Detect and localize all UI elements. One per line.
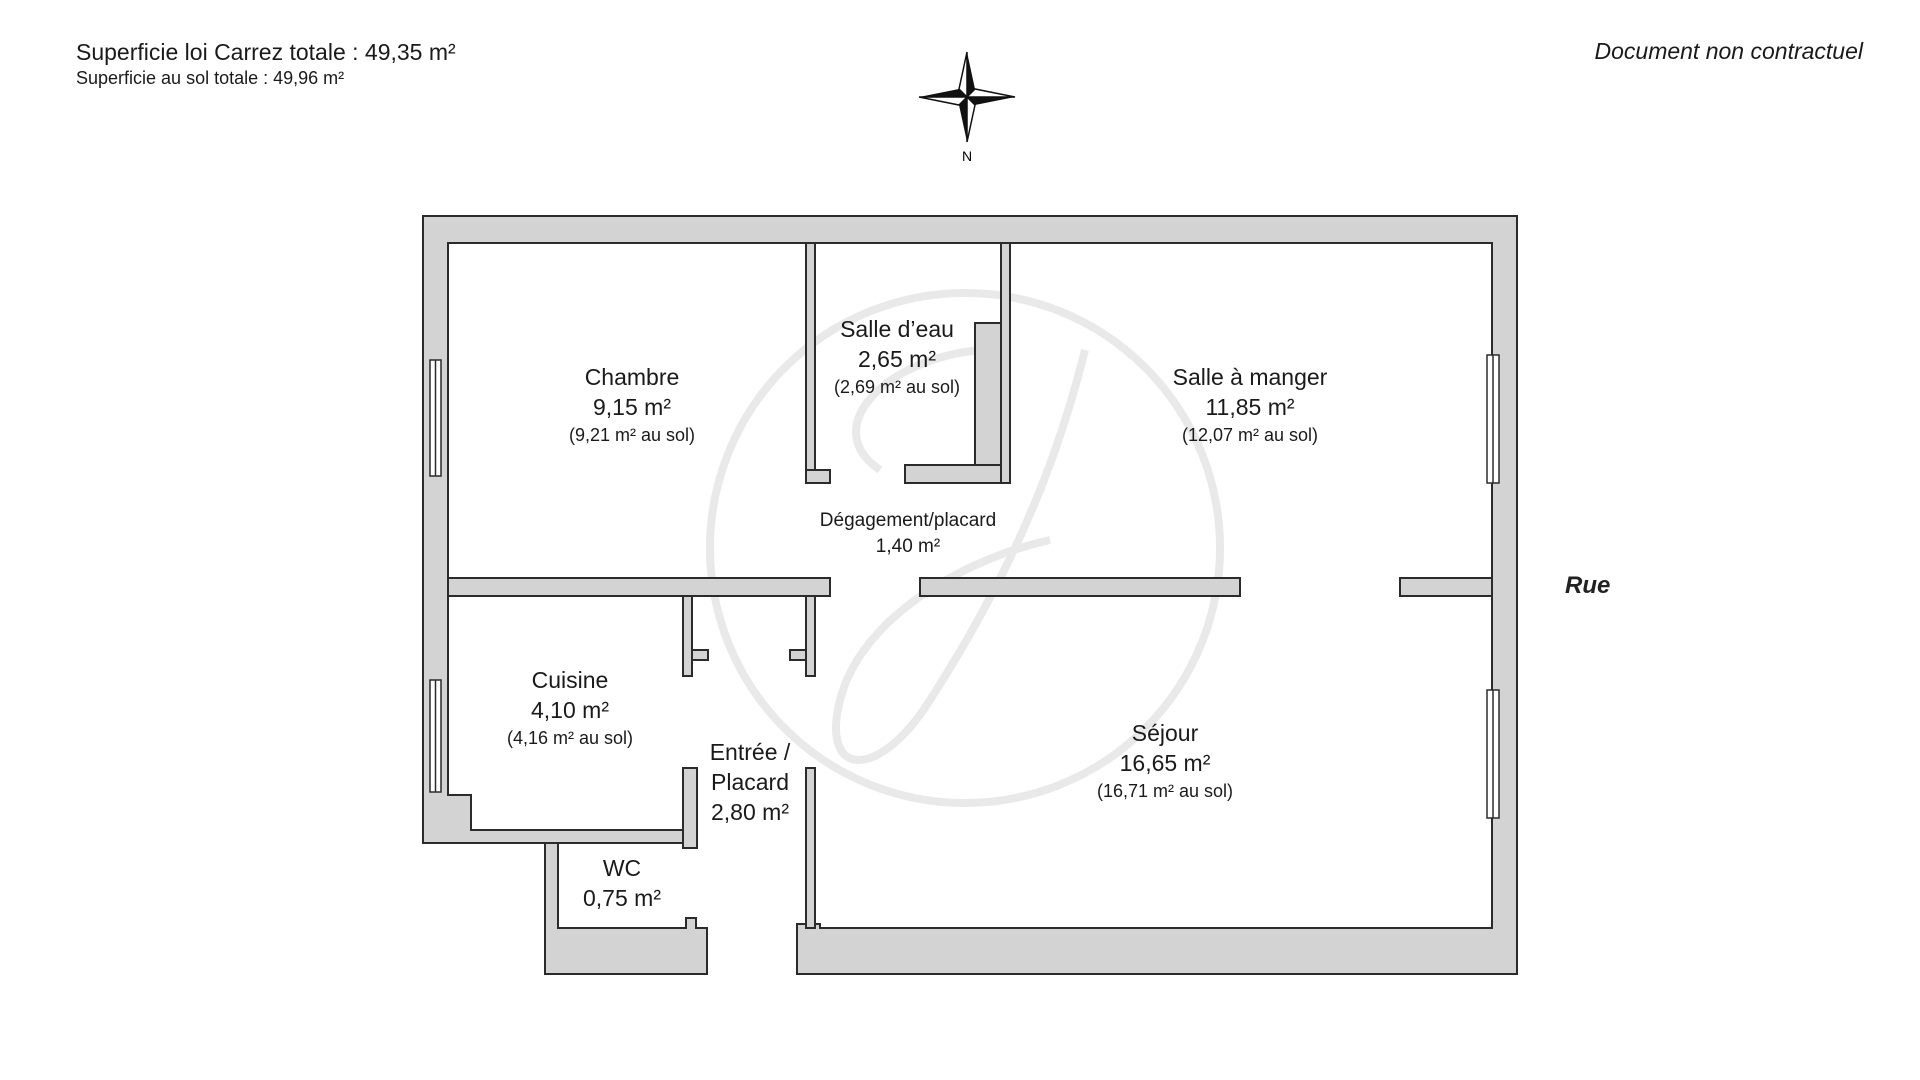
disclaimer: Document non contractuel: [1594, 38, 1864, 64]
room-salle-a-manger: Salle à manger 11,85 m² (12,07 m² au sol…: [1173, 364, 1328, 445]
room-area: 0,75 m²: [583, 885, 661, 911]
room-floor-area: (9,21 m² au sol): [569, 425, 695, 445]
room-name: Chambre: [585, 364, 680, 390]
room-sejour: Séjour 16,65 m² (16,71 m² au sol): [1097, 720, 1233, 801]
room-salle-deau: Salle d’eau 2,65 m² (2,69 m² au sol): [834, 316, 960, 397]
room-area: 1,40 m²: [876, 536, 940, 557]
room-area: 2,65 m²: [858, 346, 936, 372]
room-name: Salle d’eau: [840, 316, 954, 342]
room-area: 4,10 m²: [531, 697, 609, 723]
walls: [422, 215, 1518, 975]
room-cuisine: Cuisine 4,10 m² (4,16 m² au sol): [507, 667, 633, 748]
room-name: Salle à manger: [1173, 364, 1328, 390]
room-degagement: Dégagement/placard 1,40 m²: [820, 510, 996, 557]
room-name: Dégagement/placard: [820, 510, 996, 531]
room-floor-area: (4,16 m² au sol): [507, 728, 633, 748]
windows: [429, 354, 1500, 819]
room-name-line1: Entrée /: [710, 739, 791, 765]
header-block: Superficie loi Carrez totale : 49,35 m² …: [76, 38, 456, 90]
room-entree: Entrée / Placard 2,80 m²: [710, 739, 791, 825]
room-area: 9,15 m²: [593, 394, 671, 420]
room-name-line2: Placard: [711, 769, 789, 795]
room-name: Cuisine: [532, 667, 609, 693]
room-chambre: Chambre 9,15 m² (9,21 m² au sol): [569, 364, 695, 445]
room-floor-area: (2,69 m² au sol): [834, 377, 960, 397]
room-area: 11,85 m²: [1205, 394, 1294, 420]
room-floor-area: (16,71 m² au sol): [1097, 781, 1233, 801]
room-name: Séjour: [1132, 720, 1199, 746]
total-floor-area: Superficie au sol totale : 49,96 m²: [76, 68, 345, 88]
compass-icon: N: [918, 51, 1016, 164]
room-name: WC: [603, 855, 641, 881]
compass-north-label: N: [962, 148, 972, 164]
room-area: 16,65 m²: [1120, 750, 1211, 776]
total-carrez-area: Superficie loi Carrez totale : 49,35 m²: [76, 39, 456, 65]
room-floor-area: (12,07 m² au sol): [1182, 425, 1318, 445]
watermark-logo: [706, 289, 1224, 807]
room-wc: WC 0,75 m²: [583, 855, 661, 911]
room-area: 2,80 m²: [711, 799, 789, 825]
street-label: Rue: [1565, 572, 1611, 599]
